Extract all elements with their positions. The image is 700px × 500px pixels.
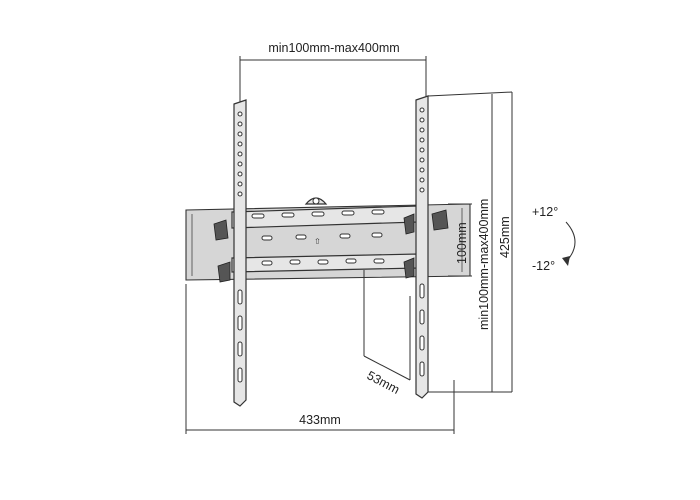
bracket-slot	[237, 341, 243, 357]
left-bracket	[213, 99, 247, 407]
left-bracket-holes	[237, 111, 243, 383]
rail-slot	[341, 210, 355, 216]
rail-height-dimension: 100mm	[448, 203, 472, 277]
bracket-hole	[237, 171, 243, 177]
bottom-width-label: 433mm	[299, 413, 341, 427]
plate-hole	[295, 234, 307, 240]
up-arrow-icon: ⇧	[314, 237, 321, 246]
bracket-hole	[419, 177, 425, 183]
bracket-slot	[237, 289, 243, 305]
right-top-lock	[403, 213, 415, 235]
rail-slot	[289, 259, 301, 265]
bracket-slot	[419, 361, 425, 377]
height-total-label: 425mm	[498, 216, 512, 258]
bracket-slot	[419, 283, 425, 299]
bracket-slot	[237, 367, 243, 383]
rail-slot	[261, 260, 273, 266]
bracket-hole	[419, 137, 425, 143]
tilt-arc	[565, 221, 576, 263]
left-bottom-lock	[217, 261, 231, 283]
bracket-hole	[419, 107, 425, 113]
top-rail	[231, 205, 419, 229]
rail-slot	[373, 258, 385, 264]
right-top-hook	[431, 209, 449, 231]
rail-slot	[281, 212, 295, 218]
tilt-down-label: -12°	[532, 259, 555, 273]
bracket-hole	[237, 141, 243, 147]
bracket-hole	[237, 111, 243, 117]
right-bracket	[403, 95, 449, 399]
rail-slot	[371, 209, 385, 215]
rail-slot	[311, 211, 325, 217]
bracket-slot	[237, 315, 243, 331]
bottom-rail	[231, 253, 419, 273]
tilt-indicator: +12° -12°	[532, 205, 576, 273]
plate-hole	[261, 235, 273, 241]
bracket-hole	[419, 157, 425, 163]
bracket-hole	[237, 121, 243, 127]
rail-slot	[251, 213, 265, 219]
tilt-arrow-icon	[562, 256, 570, 266]
vertical-range-label: min100mm-max400mm	[477, 199, 491, 330]
vert-ext-top	[427, 91, 513, 97]
top-knob	[304, 197, 328, 205]
top-rail-slots	[251, 209, 385, 219]
right-bottom-lock	[403, 257, 415, 279]
top-width-label: min100mm-max400mm	[268, 41, 399, 55]
bracket-hole	[419, 147, 425, 153]
plate-hole	[339, 233, 351, 239]
bracket-slot	[419, 309, 425, 325]
vertical-dimensions: min100mm-max400mm 425mm	[427, 91, 513, 393]
rail-slot	[317, 259, 329, 265]
bracket-slot	[419, 335, 425, 351]
knob-hole	[312, 197, 320, 205]
depth-line	[363, 355, 411, 381]
bracket-hole	[419, 167, 425, 173]
center-plate-holes: ⇧	[261, 232, 383, 246]
bracket-hole	[419, 127, 425, 133]
right-bracket-body	[415, 95, 429, 399]
depth-dimension: 53mm	[363, 270, 411, 397]
right-bracket-holes	[419, 107, 425, 377]
top-width-dimension: min100mm-max400mm	[239, 41, 427, 104]
left-bracket-body	[233, 99, 247, 407]
bracket-hole	[419, 117, 425, 123]
bottom-rail-slots	[261, 258, 385, 266]
bottom-width-dimension: 433mm	[185, 284, 455, 434]
left-top-lock	[213, 219, 229, 241]
bracket-hole	[237, 191, 243, 197]
bracket-hole	[419, 187, 425, 193]
bracket-hole	[237, 131, 243, 137]
rail-slot	[345, 258, 357, 264]
rail-height-label: 100mm	[455, 222, 469, 264]
bracket-hole	[237, 181, 243, 187]
plate-hole	[371, 232, 383, 238]
bracket-hole	[237, 161, 243, 167]
bracket-hole	[237, 151, 243, 157]
tilt-up-label: +12°	[532, 205, 558, 219]
